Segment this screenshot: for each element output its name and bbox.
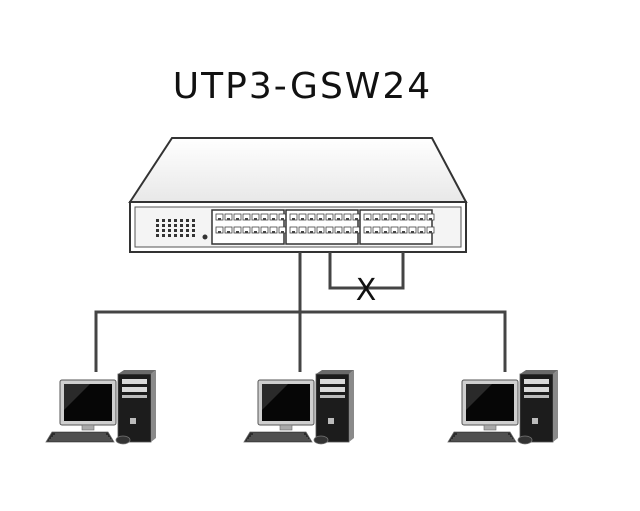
computer-left-icon	[45, 369, 157, 445]
port-group-3	[359, 209, 435, 245]
computer-center-icon	[243, 369, 355, 445]
distribution-cable	[94, 310, 507, 372]
loop-cable	[328, 252, 405, 290]
port-group-1	[211, 209, 287, 245]
computer-right-icon	[447, 369, 559, 445]
loop-marker: X	[356, 273, 377, 308]
diagram-title: UTP3-GSW24	[172, 66, 433, 107]
network-cables	[94, 252, 507, 372]
switch-vent-grille	[156, 219, 208, 240]
power-led	[202, 234, 208, 240]
switch-device	[128, 137, 468, 253]
port-group-2	[285, 209, 361, 245]
